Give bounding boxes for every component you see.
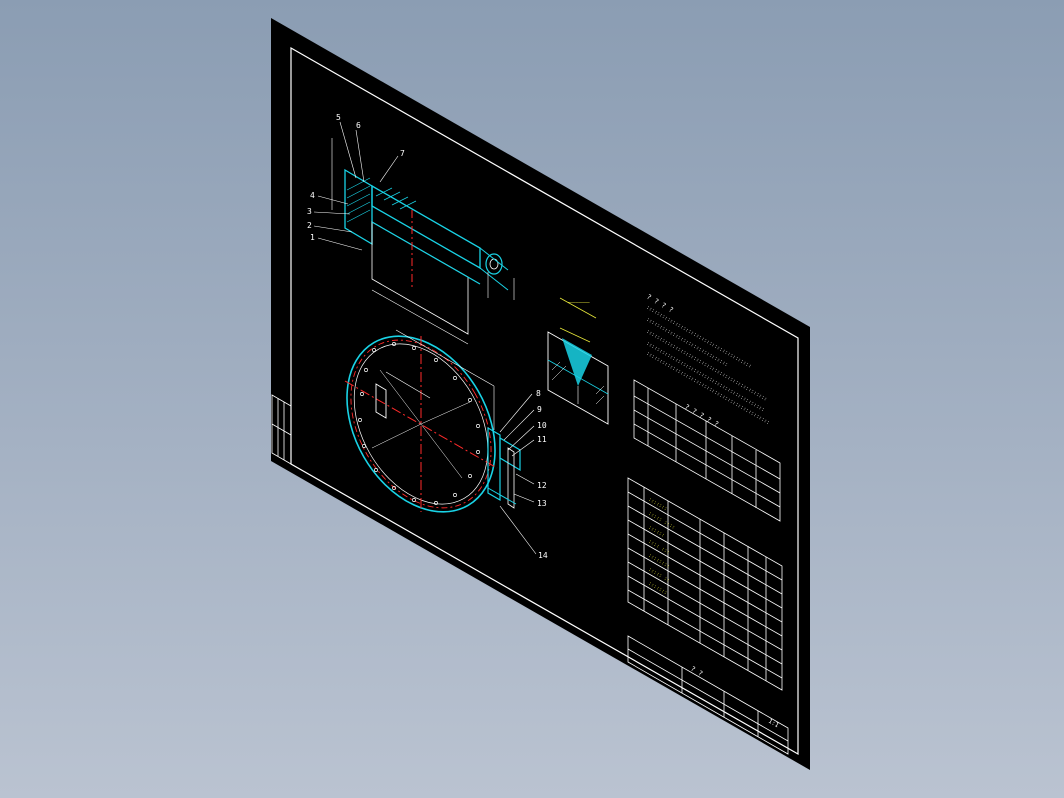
svg-text:——————: —————— [568,299,590,306]
callout-label: 10 [537,421,547,430]
section-view [331,138,515,345]
callout-label: 6 [356,121,361,130]
section-callouts: 5 6 7 4 3 2 1 [307,113,405,251]
callout-label: 8 [536,389,541,398]
callout-label: 5 [336,113,341,122]
plan-view [344,329,521,513]
left-margin-strip [271,394,292,465]
callout-label: 1 [310,233,315,242]
callout-label: 9 [537,405,542,414]
callout-label: 13 [537,499,547,508]
callout-label: 3 [307,207,312,216]
scale-text: 1:1 [767,718,780,730]
border-frame [290,46,799,756]
title-block: ? ? 1:1 [627,635,789,755]
callout-label: 7 [400,149,405,158]
bolt-holes [358,342,480,505]
weld-detail: —————— [547,297,609,425]
callout-label: 14 [538,551,548,560]
callout-label: 2 [307,221,312,230]
plan-callouts: 8 9 10 11 12 13 14 [499,389,548,560]
callout-label: 11 [537,435,547,444]
callout-label: 12 [537,481,547,490]
parts-table [627,477,783,691]
callout-label: 4 [310,191,315,200]
